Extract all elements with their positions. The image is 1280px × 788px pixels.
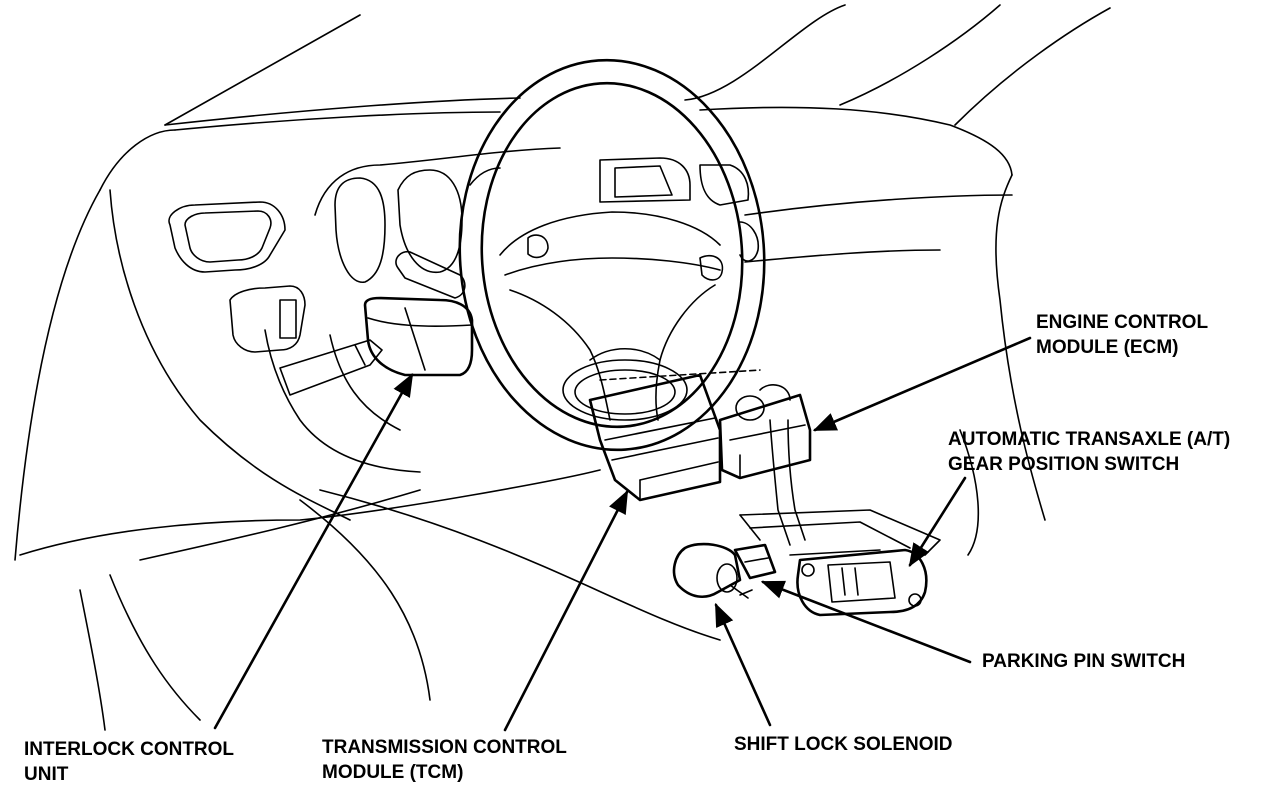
dashboard-outline: [14, 106, 1046, 731]
shift-lock-label: SHIFT LOCK SOLENOID: [734, 732, 953, 757]
pointer-arrows: [213, 336, 1032, 732]
shift-lock-pointer: [714, 602, 772, 727]
gauge-cluster: [314, 147, 760, 283]
parking-pin-pointer: [760, 580, 972, 664]
tcm-label-line2: MODULE (TCM): [322, 762, 464, 783]
interlock-pointer: [213, 372, 414, 730]
ecm-module-shape: [718, 393, 812, 480]
shift-lock-label-line1: SHIFT LOCK SOLENOID: [734, 734, 953, 755]
tcm-pointer: [503, 489, 629, 732]
interlock-label: INTERLOCK CONTROL UNIT: [24, 737, 234, 787]
ecm-pointer: [812, 336, 1032, 432]
gear-switch-pointer: [908, 476, 967, 567]
gear-switch-label-line1: AUTOMATIC TRANSAXLE (A/T): [948, 429, 1231, 450]
gear-switch-label-line2: GEAR POSITION SWITCH: [948, 454, 1180, 475]
interlock-label-line2: UNIT: [24, 764, 69, 785]
ecm-label-line2: MODULE (ECM): [1036, 337, 1179, 358]
parking-pin-label-line1: PARKING PIN SWITCH: [982, 651, 1186, 672]
parking-pin-label: PARKING PIN SWITCH: [982, 649, 1185, 674]
tcm-label-line1: TRANSMISSION CONTROL: [322, 737, 567, 758]
center-console: [739, 509, 941, 556]
left-air-vent: [168, 201, 306, 353]
windshield-outline: [164, 4, 1111, 126]
steering-wheel: [458, 58, 766, 452]
shift-lock-solenoid-shape: [672, 542, 753, 599]
interlock-label-line1: INTERLOCK CONTROL: [24, 739, 235, 760]
tcm-label: TRANSMISSION CONTROL MODULE (TCM): [322, 735, 567, 785]
gear-position-switch-shape: [796, 548, 928, 617]
interlock-control-unit-shape: [279, 250, 474, 396]
parking-pin-switch-shape: [733, 543, 777, 580]
shift-lever: [759, 384, 806, 546]
tcm-module-shape: [588, 369, 761, 502]
ecm-label: ENGINE CONTROL MODULE (ECM): [1036, 310, 1208, 360]
ecm-label-line1: ENGINE CONTROL: [1036, 312, 1209, 333]
gear-switch-label: AUTOMATIC TRANSAXLE (A/T) GEAR POSITION …: [948, 427, 1230, 477]
